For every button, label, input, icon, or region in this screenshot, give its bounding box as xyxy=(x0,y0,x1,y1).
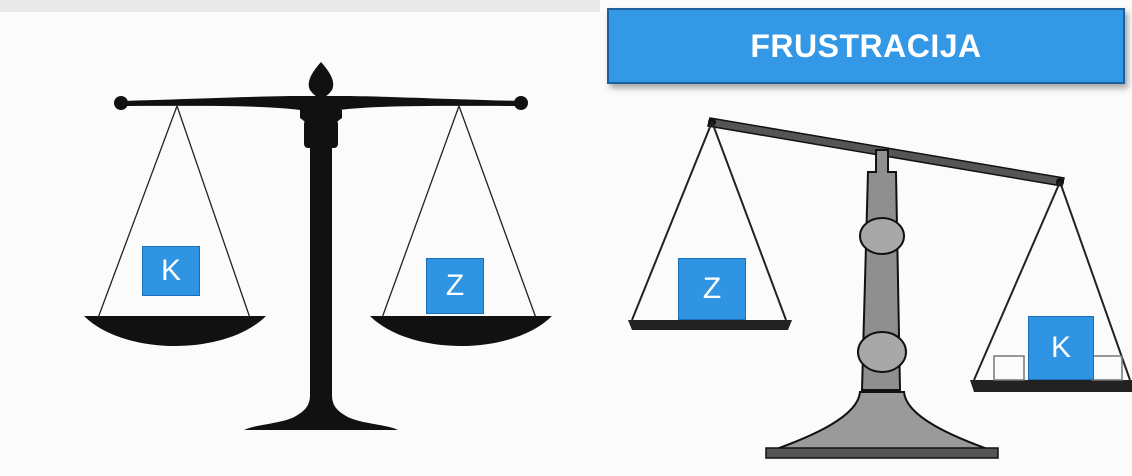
balanced-scale-finial xyxy=(308,62,334,102)
tilted-scale-right-strings xyxy=(973,181,1131,381)
tilted-scale-right-pan-block xyxy=(993,355,1025,381)
balanced-scale-right-pan xyxy=(370,316,552,346)
tilted-left-pan-label: Z xyxy=(678,258,746,320)
tilted-scale-right-pan xyxy=(970,380,1132,392)
tilted-scale-foot xyxy=(765,447,999,459)
balanced-scale-left-knob xyxy=(114,96,128,110)
tilted-scale-column xyxy=(860,149,902,391)
balanced-scale-right-knob xyxy=(514,96,528,110)
balanced-scale-column xyxy=(244,110,398,430)
balanced-right-pan-label: Z xyxy=(426,258,484,314)
balanced-scale xyxy=(84,62,552,430)
decorative-strip xyxy=(0,0,600,12)
tilted-scale-base xyxy=(767,391,997,453)
title-banner: FRUSTRACIJA xyxy=(607,8,1125,84)
balanced-scale-beam xyxy=(120,96,522,110)
balanced-scale-right-strings xyxy=(381,105,537,319)
balanced-left-pan-label: K xyxy=(142,246,200,296)
balanced-scale-collar xyxy=(304,120,338,148)
tilted-scale-right-pan-block xyxy=(1091,355,1123,381)
tilted-scale-left-strings xyxy=(631,121,787,321)
tilted-scale-knob-upper xyxy=(859,217,905,255)
balanced-scale-left-strings xyxy=(97,105,251,319)
tilted-scale-knob-lower xyxy=(857,331,907,373)
tilted-scale-left-pan xyxy=(628,320,792,330)
tilted-right-pan-label: K xyxy=(1028,316,1094,380)
balanced-scale-left-pan xyxy=(84,316,266,346)
